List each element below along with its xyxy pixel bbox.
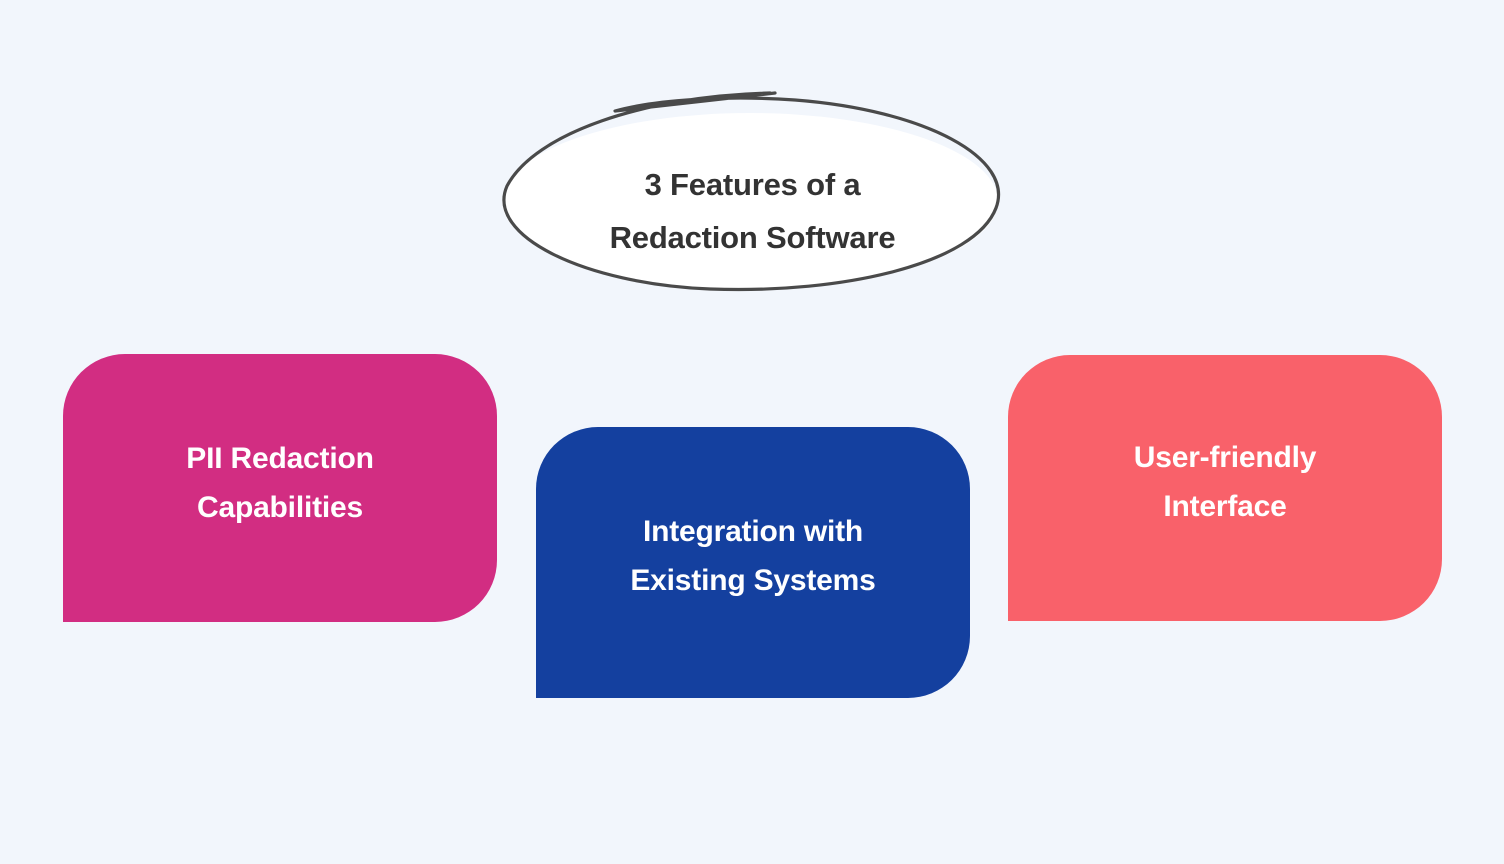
- feature-card-user-friendly-interface[interactable]: User-friendly Interface: [1008, 355, 1442, 621]
- title-bubble: 3 Features of a Redaction Software: [495, 78, 1010, 303]
- hand-drawn-ellipse-icon: [502, 91, 1000, 292]
- ellipse-fill: [502, 113, 998, 289]
- feature-card-label: User-friendly Interface: [1133, 441, 1317, 523]
- ellipse-stroke: [502, 91, 1000, 292]
- feature-card-label: Integration with Existing Systems: [630, 514, 876, 597]
- feature-card-integration-with-existing-systems[interactable]: Integration with Existing Systems: [536, 427, 970, 698]
- feature-card-pii-redaction-capabilities[interactable]: PII Redaction Capabilities: [63, 354, 497, 622]
- feature-card-label: PII Redaction Capabilities: [186, 442, 374, 524]
- page-title: 3 Features of a Redaction Software: [609, 167, 896, 256]
